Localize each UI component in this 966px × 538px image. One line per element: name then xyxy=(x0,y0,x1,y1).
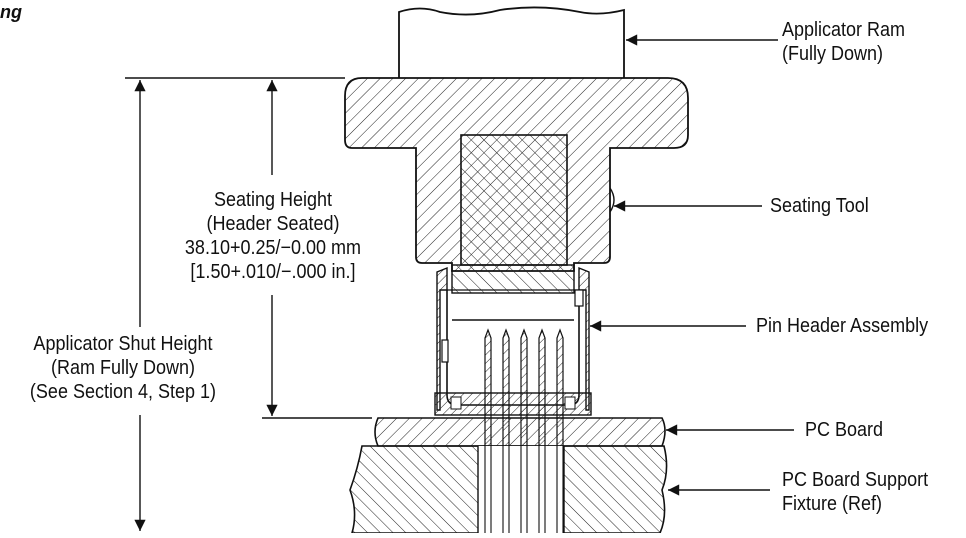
pc-board xyxy=(374,417,666,447)
seating-height-dimension xyxy=(262,79,372,419)
header-pin xyxy=(538,328,546,446)
seating-tool xyxy=(344,77,689,294)
pc-board-support-fixture-label: PC Board Support Fixture (Ref) xyxy=(782,469,929,515)
pin-header-assembly xyxy=(434,266,592,446)
figure-title-fragment: ng xyxy=(0,2,22,22)
applicator-shut-height-label: Applicator Shut Height (Ram Fully Down) … xyxy=(29,333,217,403)
pc-board-label: PC Board xyxy=(805,419,884,441)
shut-height-dimension xyxy=(125,77,345,531)
header-pin xyxy=(502,328,510,446)
header-pin xyxy=(520,328,528,446)
leader-arrows xyxy=(590,34,794,496)
applicator-ram xyxy=(398,6,625,78)
pc-board-support-fixture xyxy=(349,445,668,534)
seating-height-label: Seating Height (Header Seated) 38.10+0.2… xyxy=(184,189,362,283)
seating-tool-label: Seating Tool xyxy=(770,195,869,217)
header-pin xyxy=(556,328,564,446)
header-pin xyxy=(484,328,492,446)
pin-header-assembly-label: Pin Header Assembly xyxy=(756,315,929,337)
applicator-ram-label: Applicator Ram (Fully Down) xyxy=(782,19,906,65)
